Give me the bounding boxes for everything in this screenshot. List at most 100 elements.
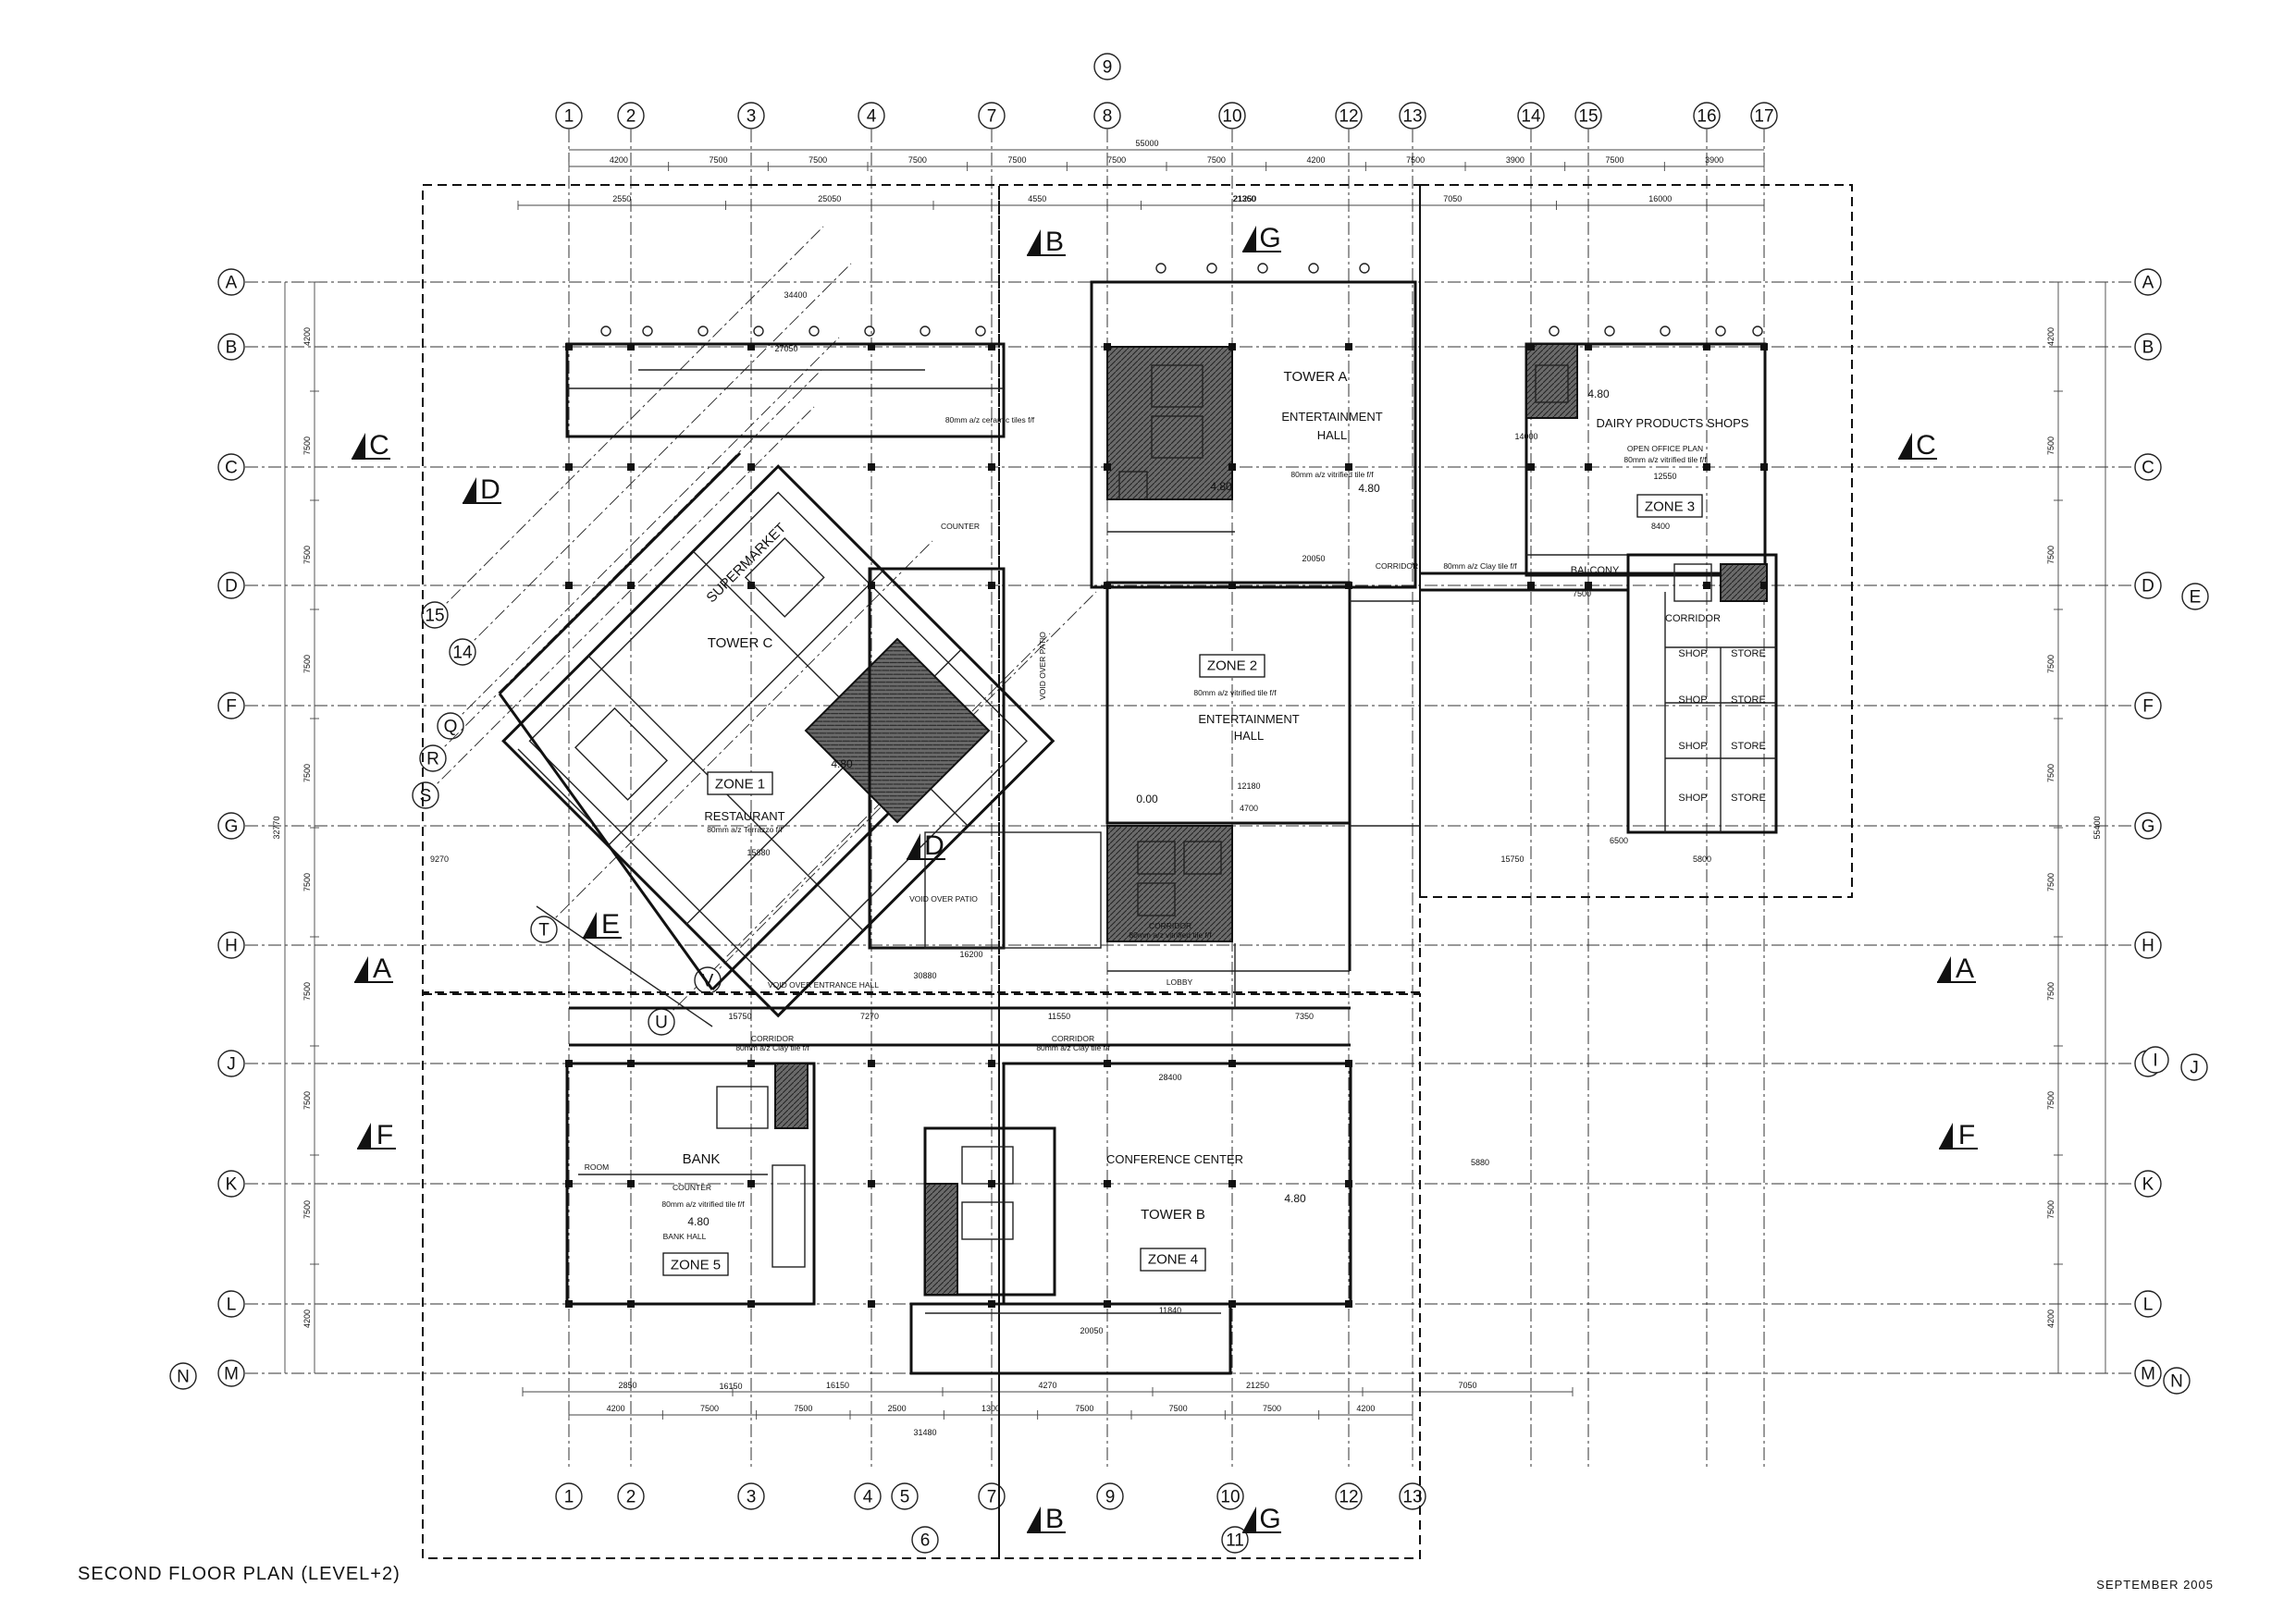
section-letter: A	[373, 953, 391, 984]
dim-right-text-8: 7500	[2046, 1200, 2055, 1219]
restaurant-finish: 80mm a/z Terrazzo f/f	[707, 825, 783, 834]
dim-top-seg-text-6: 7500	[1207, 155, 1226, 165]
dim-top-seg-text-4: 7500	[1007, 155, 1026, 165]
column-circle	[1752, 326, 1763, 337]
dim-top-seg2-text-0: 2550	[612, 194, 631, 203]
grid-row-left-G-label: G	[225, 818, 239, 837]
section-marker-E-9: E	[583, 909, 622, 940]
dim-top-seg-text-8: 7500	[1406, 155, 1425, 165]
grid-row-left-D-bubble	[217, 572, 245, 599]
column-n	[1228, 343, 1236, 350]
grid-col-bottom-12-8-label: 12	[1339, 1488, 1358, 1507]
dim-top-seg-text-1: 7500	[709, 155, 727, 165]
grid-row-left-M-bubble	[217, 1359, 245, 1387]
bank-core-hatch	[774, 1063, 809, 1129]
grid-row-right-L-bubble	[2134, 1290, 2162, 1318]
column-s	[1104, 1300, 1111, 1308]
corridor-j1-label: CORRIDOR	[751, 1034, 794, 1043]
bank-hall-label: BANK HALL	[663, 1232, 707, 1241]
supermarket-label: SUPERMARKET	[703, 520, 789, 606]
grid-col-top-7-4-bubble	[978, 102, 1006, 129]
zone-2-block	[1105, 581, 1352, 825]
east-shop-1: SHOP	[1678, 648, 1707, 659]
column-n	[627, 463, 635, 471]
zone-outline-west-north	[422, 184, 1000, 993]
east-shop-3: SHOP	[1678, 741, 1707, 752]
grid-row-right-M-bubble	[2134, 1359, 2162, 1387]
grid-row-left-J-bubble	[217, 1050, 245, 1077]
column-e	[1703, 343, 1710, 350]
drawing-title: SECOND FLOOR PLAN (LEVEL+2)	[78, 1564, 401, 1584]
east-store-4: STORE	[1731, 793, 1766, 804]
corridor-j2-finish: 80mm a/z Clay tile f/f	[1036, 1043, 1110, 1052]
dim-left-text-5: 7500	[302, 873, 312, 891]
column-n	[747, 463, 755, 471]
grid-diag-R-1-bubble	[419, 744, 447, 772]
open-office-label: OPEN OFFICE PLAN	[1627, 444, 1703, 453]
column-s	[627, 1060, 635, 1067]
dim-misc-11: 11550	[1048, 1012, 1070, 1021]
dim-top-seg-text-2: 7500	[809, 155, 827, 165]
column-n	[868, 343, 875, 350]
balcony-label: BALCONY	[1571, 565, 1620, 576]
section-letter: E	[601, 909, 620, 940]
grid-row-right-M-label: M	[2141, 1365, 2155, 1384]
dim-bottom-seg-text-1: 7500	[700, 1404, 719, 1413]
grid-row-left-C-label: C	[225, 459, 238, 478]
grid-col-top-3-2-bubble	[737, 102, 765, 129]
column-s	[565, 1300, 573, 1308]
toilet-finish-label: 80mm a/z ceramic tiles f/f	[945, 415, 1035, 424]
east-store-3: STORE	[1731, 741, 1766, 752]
dim-right-text-1: 7500	[2046, 436, 2055, 455]
grid-col-bottom-4-3-label: 4	[863, 1488, 873, 1507]
grid-diag-15-7-label: 15	[425, 607, 444, 626]
column-e	[1527, 463, 1535, 471]
column-circle	[753, 326, 764, 337]
column-s	[747, 1300, 755, 1308]
zone-outline-west-south	[422, 993, 1000, 1559]
section-marker-C-3: C	[1898, 430, 1937, 461]
tower-a-hall-label-2: HALL	[1317, 428, 1348, 442]
void-patio-label-2: VOID OVER PATIO	[909, 894, 978, 904]
zone-4-box	[1140, 1248, 1206, 1272]
column-circle	[600, 326, 611, 337]
grid-diag-Q-0-label: Q	[444, 718, 458, 737]
grid-row-right-D-label: D	[2142, 577, 2154, 596]
column-n	[1104, 463, 1111, 471]
dim-right-text-0: 4200	[2046, 327, 2055, 346]
section-marker-C-2: C	[352, 430, 390, 461]
tower-a-finish-label: 80mm a/z vitrified tile f/f	[1290, 470, 1374, 479]
grid-row-left-K-label: K	[226, 1175, 238, 1195]
restaurant-level: 4.80	[831, 757, 853, 770]
dim-top-seg-text-5: 7500	[1107, 155, 1126, 165]
dim-misc-16: 8400	[1651, 522, 1670, 531]
dim-misc-7: 16200	[959, 950, 982, 959]
dim-misc-21: 5800	[1693, 855, 1711, 864]
column-n	[565, 343, 573, 350]
grid-row-left-B-bubble	[217, 333, 245, 361]
column-circle	[1308, 263, 1319, 274]
grid-col-bottom-2-1-bubble	[617, 1482, 645, 1510]
structural-columns	[565, 263, 1768, 1308]
grid-col-top-15-10-bubble	[1574, 102, 1602, 129]
east-shop-2: SHOP	[1678, 695, 1707, 706]
column-n	[988, 343, 995, 350]
section-marker-G-1: G	[1242, 223, 1281, 253]
dim-misc-17: 7500	[1573, 589, 1591, 598]
grid-extra-bottom-11-1-label: 11	[1226, 1531, 1244, 1551]
tower-a-core-hatch	[1106, 346, 1233, 500]
column-n	[1345, 463, 1352, 471]
column-circle	[1604, 326, 1615, 337]
lobby-label: LOBBY	[1167, 977, 1193, 987]
column-n	[1345, 343, 1352, 350]
grid-col-top-10-6-label: 10	[1222, 107, 1241, 127]
dim-top-seg2-text-5: 16000	[1648, 194, 1672, 203]
north-corridor-label: CORRIDOR	[1149, 921, 1191, 930]
grid-row-right-K-bubble	[2134, 1170, 2162, 1198]
grid-col-top-9-label: 9	[1103, 58, 1113, 78]
dim-top-seg-text-9: 3900	[1506, 155, 1524, 165]
grid-row-right-A-label: A	[2142, 274, 2154, 293]
east-store-1: STORE	[1731, 648, 1766, 659]
grid-row-right-C-bubble	[2134, 453, 2162, 481]
